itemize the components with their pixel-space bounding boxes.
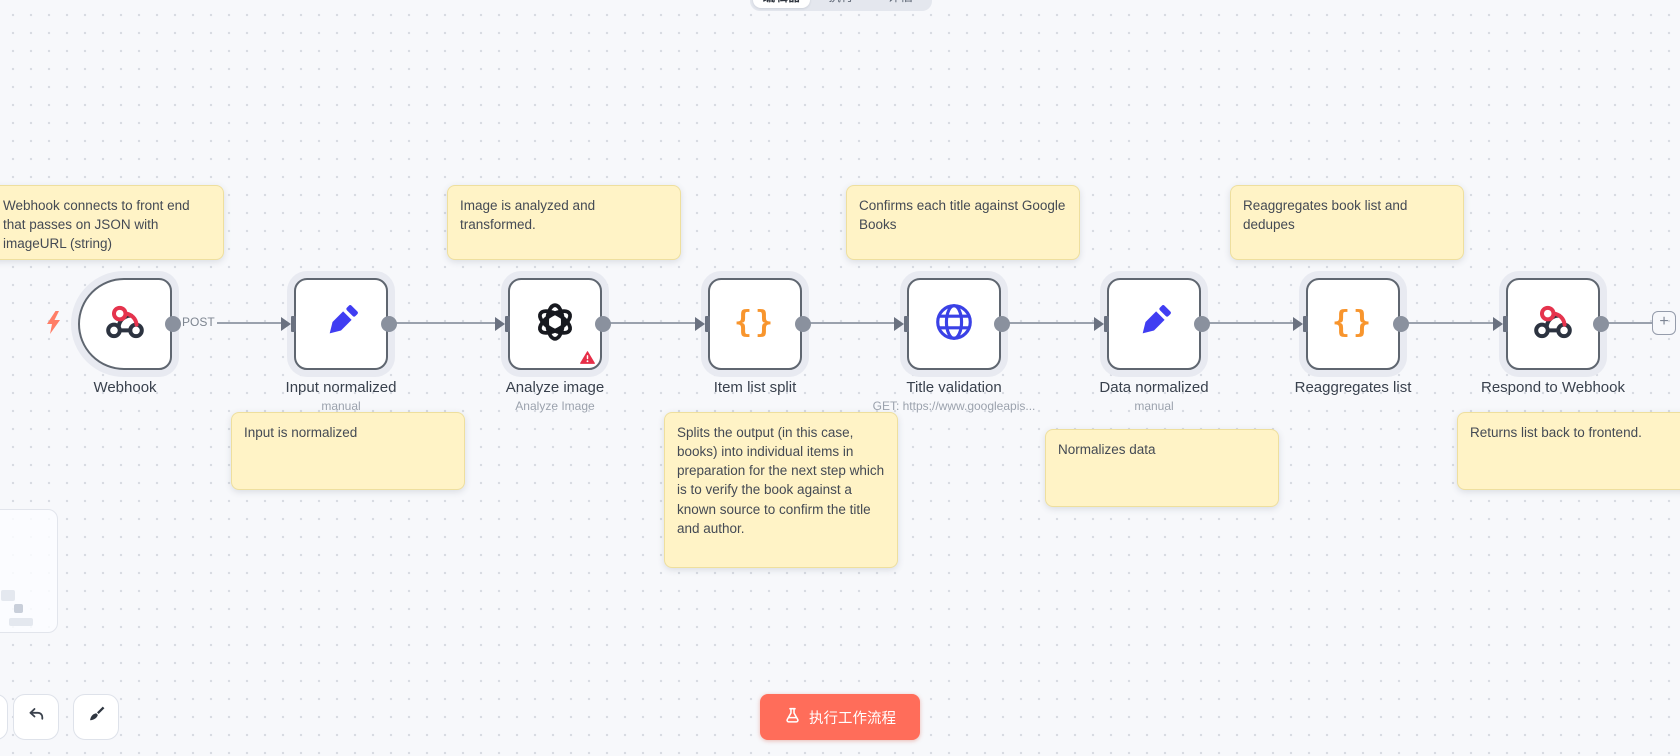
tab-evaluations[interactable]: 评估: [872, 0, 929, 8]
edit-pencil-icon: [321, 302, 361, 347]
connection-split-title: [802, 322, 896, 324]
zoom-control-button[interactable]: [0, 694, 8, 740]
sticky-note-webhook[interactable]: Webhook connects to front end that passe…: [0, 185, 224, 260]
node-analyze-image-box[interactable]: [508, 278, 602, 370]
warning-triangle-icon: [580, 351, 595, 364]
curly-braces-icon: {}: [1331, 304, 1375, 340]
node-data-normalized-box[interactable]: [1107, 278, 1201, 370]
undo-icon: [26, 705, 46, 730]
node-subtitle: Analyze Image: [515, 399, 595, 413]
curly-braces-icon: {}: [733, 304, 777, 340]
node-label: Title validation: [906, 379, 1002, 396]
openai-icon: [534, 301, 576, 348]
tab-executions[interactable]: 执行: [812, 0, 869, 8]
tab-editor[interactable]: 编辑器: [753, 0, 811, 8]
input-port[interactable]: [705, 316, 710, 332]
sticky-note-title[interactable]: Confirms each title against Google Books: [846, 185, 1080, 260]
edit-pencil-icon: [1134, 302, 1174, 347]
tidy-up-button[interactable]: [73, 694, 119, 740]
sticky-note-split[interactable]: Splits the output (in this case, books) …: [664, 412, 898, 568]
connection-input-analyze: [388, 322, 497, 324]
input-port-arrow: [1493, 317, 1503, 331]
execute-workflow-label: 执行工作流程: [809, 710, 896, 727]
broom-icon: [86, 705, 106, 730]
connection-webhook-input: [172, 322, 283, 324]
input-port-arrow: [1094, 317, 1104, 331]
node-subtitle: manual: [1134, 399, 1174, 413]
undo-button[interactable]: [13, 694, 59, 740]
input-port-arrow: [495, 317, 505, 331]
node-subtitle: GET: https://www.googleapis...: [872, 399, 1036, 413]
node-label: Analyze image: [505, 379, 605, 396]
connection-post-label: POST: [180, 315, 217, 329]
node-reaggregates-list-box[interactable]: {}: [1306, 278, 1400, 370]
node-label: Item list split: [713, 379, 797, 396]
node-label: Input normalized: [285, 379, 397, 396]
node-respond-to-webhook: Respond to Webhook: [1481, 278, 1625, 396]
connection-title-data: [1001, 322, 1096, 324]
node-label: Reaggregates list: [1294, 379, 1412, 396]
sticky-note-normalize[interactable]: Normalizes data: [1045, 429, 1279, 507]
input-port-arrow: [894, 317, 904, 331]
connection-reagg-respond: [1400, 322, 1495, 324]
input-port[interactable]: [904, 316, 909, 332]
input-port-arrow: [695, 317, 705, 331]
node-webhook: Webhook: [78, 278, 181, 396]
minimap[interactable]: [0, 509, 58, 633]
minimap-node: [1, 590, 15, 601]
connection-data-reagg: [1201, 322, 1295, 324]
node-label: Data normalized: [1099, 379, 1209, 396]
node-respond-to-webhook-box[interactable]: [1506, 278, 1600, 370]
node-label: Respond to Webhook: [1481, 379, 1625, 396]
node-subtitle: manual: [321, 399, 361, 413]
input-port[interactable]: [1104, 316, 1109, 332]
node-title-validation: Title validation GET: https://www.google…: [873, 278, 1035, 413]
minimap-node: [14, 604, 23, 613]
minimap-node: [9, 618, 33, 626]
node-webhook-box[interactable]: [78, 278, 172, 370]
webhook-icon: [1532, 301, 1574, 348]
node-item-list-split: {} Item list split: [695, 278, 811, 396]
output-port[interactable]: [795, 316, 811, 332]
node-reaggregates-list: {} Reaggregates list: [1293, 278, 1411, 396]
execute-workflow-button[interactable]: 执行工作流程: [760, 694, 920, 740]
node-item-list-split-box[interactable]: {}: [708, 278, 802, 370]
flask-icon: [784, 707, 801, 728]
webhook-icon: [104, 301, 146, 348]
sticky-note-return[interactable]: Returns list back to frontend.: [1457, 412, 1680, 490]
input-port[interactable]: [1503, 316, 1508, 332]
output-port[interactable]: [1593, 316, 1609, 332]
trigger-bolt-icon: [46, 311, 61, 334]
input-port-arrow: [1293, 317, 1303, 331]
node-input-normalized-box[interactable]: [294, 278, 388, 370]
output-port[interactable]: [595, 316, 611, 332]
connection-respond-add: [1600, 322, 1652, 324]
sticky-note-reagg[interactable]: Reaggregates book list and dedupes: [1230, 185, 1464, 260]
add-node-button[interactable]: +: [1652, 311, 1676, 335]
input-port[interactable]: [291, 316, 296, 332]
sticky-note-input[interactable]: Input is normalized: [231, 412, 465, 490]
input-port[interactable]: [505, 316, 510, 332]
input-port-arrow: [281, 317, 291, 331]
output-port[interactable]: [1194, 316, 1210, 332]
globe-icon: [933, 301, 975, 348]
node-title-validation-box[interactable]: [907, 278, 1001, 370]
connection-analyze-split: [602, 322, 697, 324]
node-input-normalized: Input normalized manual: [281, 278, 397, 413]
view-tabbar: 编辑器 执行 评估: [750, 0, 932, 11]
output-port[interactable]: [994, 316, 1010, 332]
node-data-normalized: Data normalized manual: [1094, 278, 1210, 413]
output-port[interactable]: [381, 316, 397, 332]
output-port[interactable]: [1393, 316, 1409, 332]
output-port[interactable]: [165, 316, 181, 332]
node-label: Webhook: [93, 379, 157, 396]
input-port[interactable]: [1303, 316, 1308, 332]
node-analyze-image: Analyze image Analyze Image: [495, 278, 611, 413]
sticky-note-analyze[interactable]: Image is analyzed and transformed.: [447, 185, 681, 260]
